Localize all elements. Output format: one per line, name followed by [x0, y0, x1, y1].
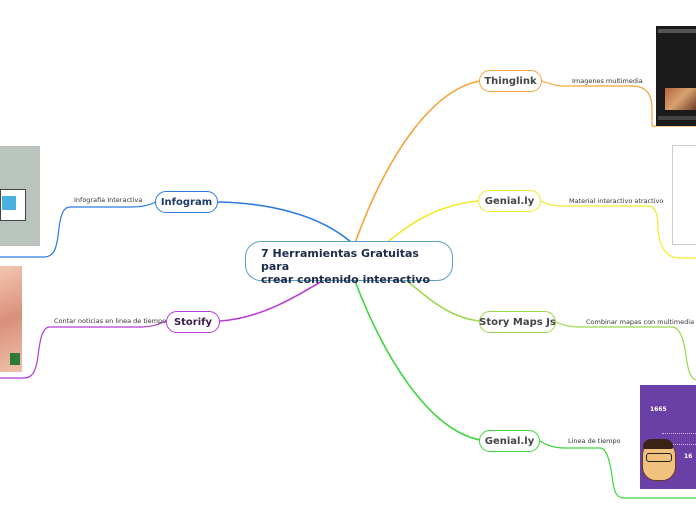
note-thinglink: Imagenes multimedia: [572, 77, 643, 85]
timeline-dna-graphic: [662, 433, 696, 445]
timeline-year-2: 16: [684, 453, 693, 460]
central-topic[interactable]: 7 Herramientas Gratuitas para crear cont…: [245, 241, 453, 286]
node-infogram-label: Infogram: [160, 196, 213, 208]
thinglink-image-topbar: [658, 29, 696, 33]
link-thinglink-note: [541, 80, 696, 127]
node-genially-2-label: Genial.ly: [484, 435, 535, 447]
node-thinglink-label: Thinglink: [484, 75, 537, 87]
timeline-image[interactable]: 1665 16: [640, 385, 696, 489]
timeline-year-1: 1665: [650, 406, 667, 413]
avatar-glasses: [646, 453, 672, 462]
link-storify-note: [0, 320, 167, 379]
node-thinglink[interactable]: Thinglink: [479, 70, 542, 92]
infogram-image-content: [2, 196, 16, 210]
link-infogram: [217, 201, 353, 244]
node-genially-2[interactable]: Genial.ly: [479, 430, 540, 452]
note-genially-2: Linea de tiempo: [568, 437, 621, 445]
link-genially1-note: [540, 200, 696, 259]
link-infogram-note: [0, 201, 157, 258]
link-genially2: [354, 280, 481, 441]
storify-image[interactable]: [0, 266, 22, 372]
link-storymaps-note: [555, 321, 696, 381]
link-thinglink: [354, 80, 481, 244]
thinglink-image-photo: [665, 88, 696, 110]
link-storymaps: [399, 274, 481, 322]
thinglink-image-bottombar: [658, 116, 696, 120]
note-storymaps: Combinar mapas con multimedia: [586, 318, 695, 326]
central-title-line2: crear contenido interactivo: [261, 273, 431, 286]
link-storify: [219, 280, 323, 322]
note-storify: Contar noticias en linea de tiempo: [54, 317, 167, 325]
genially-image[interactable]: [672, 145, 696, 245]
node-storify-label: Storify: [173, 316, 213, 328]
infogram-image[interactable]: [0, 146, 40, 246]
node-storymaps-label: Story Maps Js: [479, 316, 556, 328]
node-genially-1[interactable]: Genial.ly: [478, 190, 541, 212]
avatar-hair: [643, 439, 673, 449]
node-infogram[interactable]: Infogram: [155, 191, 218, 213]
node-genially-1-label: Genial.ly: [484, 195, 535, 207]
central-title-line1: 7 Herramientas Gratuitas para: [261, 247, 419, 273]
node-storymaps[interactable]: Story Maps Js: [479, 311, 556, 333]
note-genially-1: Material interactivo atractivo: [569, 197, 664, 205]
link-genially2-note: [539, 440, 696, 499]
thinglink-image[interactable]: [656, 26, 696, 126]
node-storify[interactable]: Storify: [166, 311, 220, 333]
note-infogram: Infografia Interactiva: [74, 196, 143, 204]
storify-image-badge: [10, 353, 20, 365]
